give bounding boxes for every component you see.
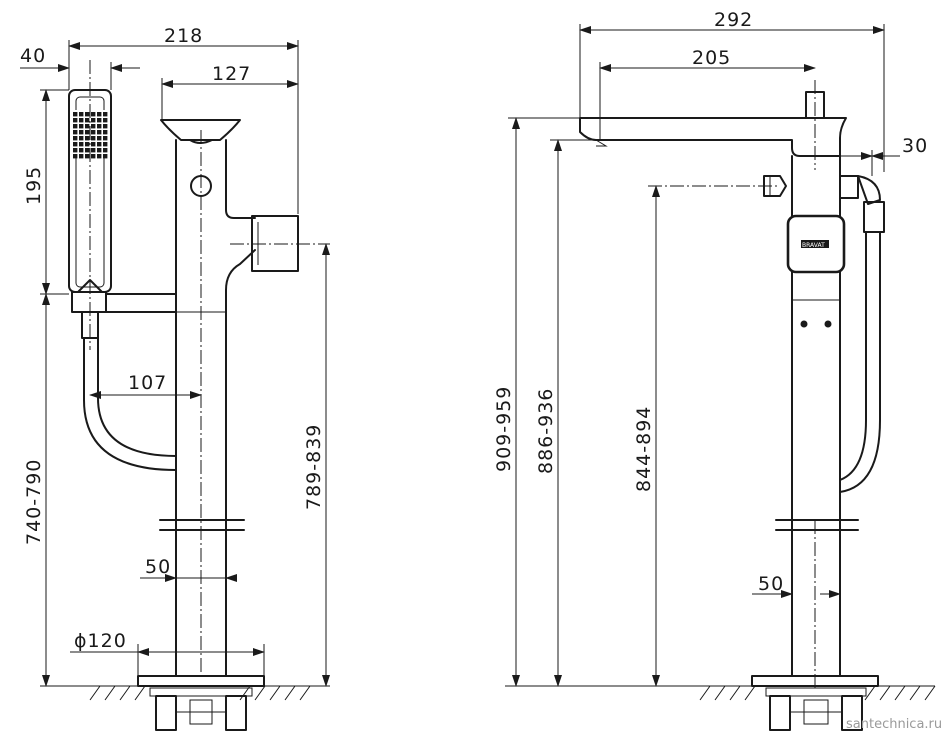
nozzle-dot [85, 136, 90, 141]
dim-40-label: 40 [20, 45, 46, 67]
right-dimensions [508, 24, 900, 687]
dim-789-839-label: 789-839 [303, 424, 325, 510]
shower-hose-inner [97, 337, 177, 457]
nozzle-dot [103, 112, 108, 117]
nozzle-dot [103, 142, 108, 147]
nozzle-dot [85, 148, 90, 153]
nozzle-dot [85, 154, 90, 159]
nozzle-dot [91, 112, 96, 117]
dim-195-label: 195 [23, 166, 45, 205]
nozzle-dot [73, 124, 78, 129]
nozzle-dot [97, 130, 102, 135]
right-column: BRAVAT [751, 155, 879, 690]
nozzle-dot [73, 130, 78, 135]
right-floor [505, 685, 936, 701]
nozzle-dot [97, 148, 102, 153]
nozzle-dot [103, 130, 108, 135]
nozzle-dot [73, 136, 78, 141]
nozzle-dot [79, 124, 84, 129]
nozzle-dot [91, 142, 96, 147]
nozzle-dot [97, 124, 102, 129]
nozzle-dot [79, 118, 84, 123]
nozzle-dot [103, 118, 108, 123]
nozzle-dot [79, 112, 84, 117]
left-view: 40 218 127 195 107 740-790 789-839 50 ϕ1… [20, 25, 330, 731]
nozzle-dot [97, 154, 102, 159]
dim-909-959-label: 909-959 [493, 386, 515, 472]
dim-120-label: ϕ120 [74, 630, 127, 652]
right-view: BRAVAT [493, 9, 936, 731]
nozzle-dot [73, 148, 78, 153]
nozzle-dot [91, 124, 96, 129]
nozzle-dot [73, 112, 78, 117]
nozzle-dot [79, 142, 84, 147]
dim-127-label: 127 [212, 63, 251, 85]
nozzle-dot [79, 154, 84, 159]
dim-30-label: 30 [902, 135, 928, 157]
shower-holder-bar [105, 293, 177, 313]
nozzle-dot [79, 136, 84, 141]
nozzle-dot [103, 136, 108, 141]
nozzle-dot [103, 148, 108, 153]
nozzle-dot [91, 118, 96, 123]
nozzle-dot [97, 118, 102, 123]
nozzle-dot [85, 124, 90, 129]
spout [579, 80, 847, 170]
nozzle-dot [97, 112, 102, 117]
nozzle-dot [103, 124, 108, 129]
dim-292-label: 292 [714, 9, 753, 31]
nozzle-dot [73, 154, 78, 159]
dim-50-right-label: 50 [758, 573, 784, 595]
hose-connector [839, 175, 885, 493]
left-dimensions [20, 40, 330, 687]
nozzle-dot [85, 118, 90, 123]
nozzle-dot [97, 136, 102, 141]
dim-740-790-label: 740-790 [23, 459, 45, 545]
nozzle-dot [85, 112, 90, 117]
shower-hose-outer [83, 337, 177, 471]
dim-50-left-label: 50 [145, 556, 171, 578]
dim-886-936-label: 886-936 [535, 388, 557, 474]
right-mounting-kit [765, 687, 867, 731]
nozzle-dot [91, 136, 96, 141]
left-tap-body [137, 119, 330, 687]
nozzle-dot [91, 154, 96, 159]
nozzle-dot [97, 142, 102, 147]
nozzle-dot [91, 130, 96, 135]
nozzle-dot [79, 148, 84, 153]
nozzle-dot [91, 148, 96, 153]
brand-mark: BRAVAT [802, 242, 825, 249]
dim-205-label: 205 [692, 47, 731, 69]
nozzle-dot [85, 130, 90, 135]
dim-218-label: 218 [164, 25, 203, 47]
watermark: santechnica.ru [846, 717, 942, 732]
hand-shower [68, 60, 112, 350]
dim-844-894-label: 844-894 [633, 406, 655, 492]
dim-107-label: 107 [128, 372, 167, 394]
left-mounting-kit [149, 687, 253, 731]
nozzle-dot [85, 142, 90, 147]
nozzle-dot [73, 142, 78, 147]
brand-badge [801, 240, 829, 248]
nozzle-dot [103, 154, 108, 159]
nozzle-dot [79, 130, 84, 135]
nozzle-dot [73, 118, 78, 123]
shower-nozzle-grid [71, 110, 108, 159]
